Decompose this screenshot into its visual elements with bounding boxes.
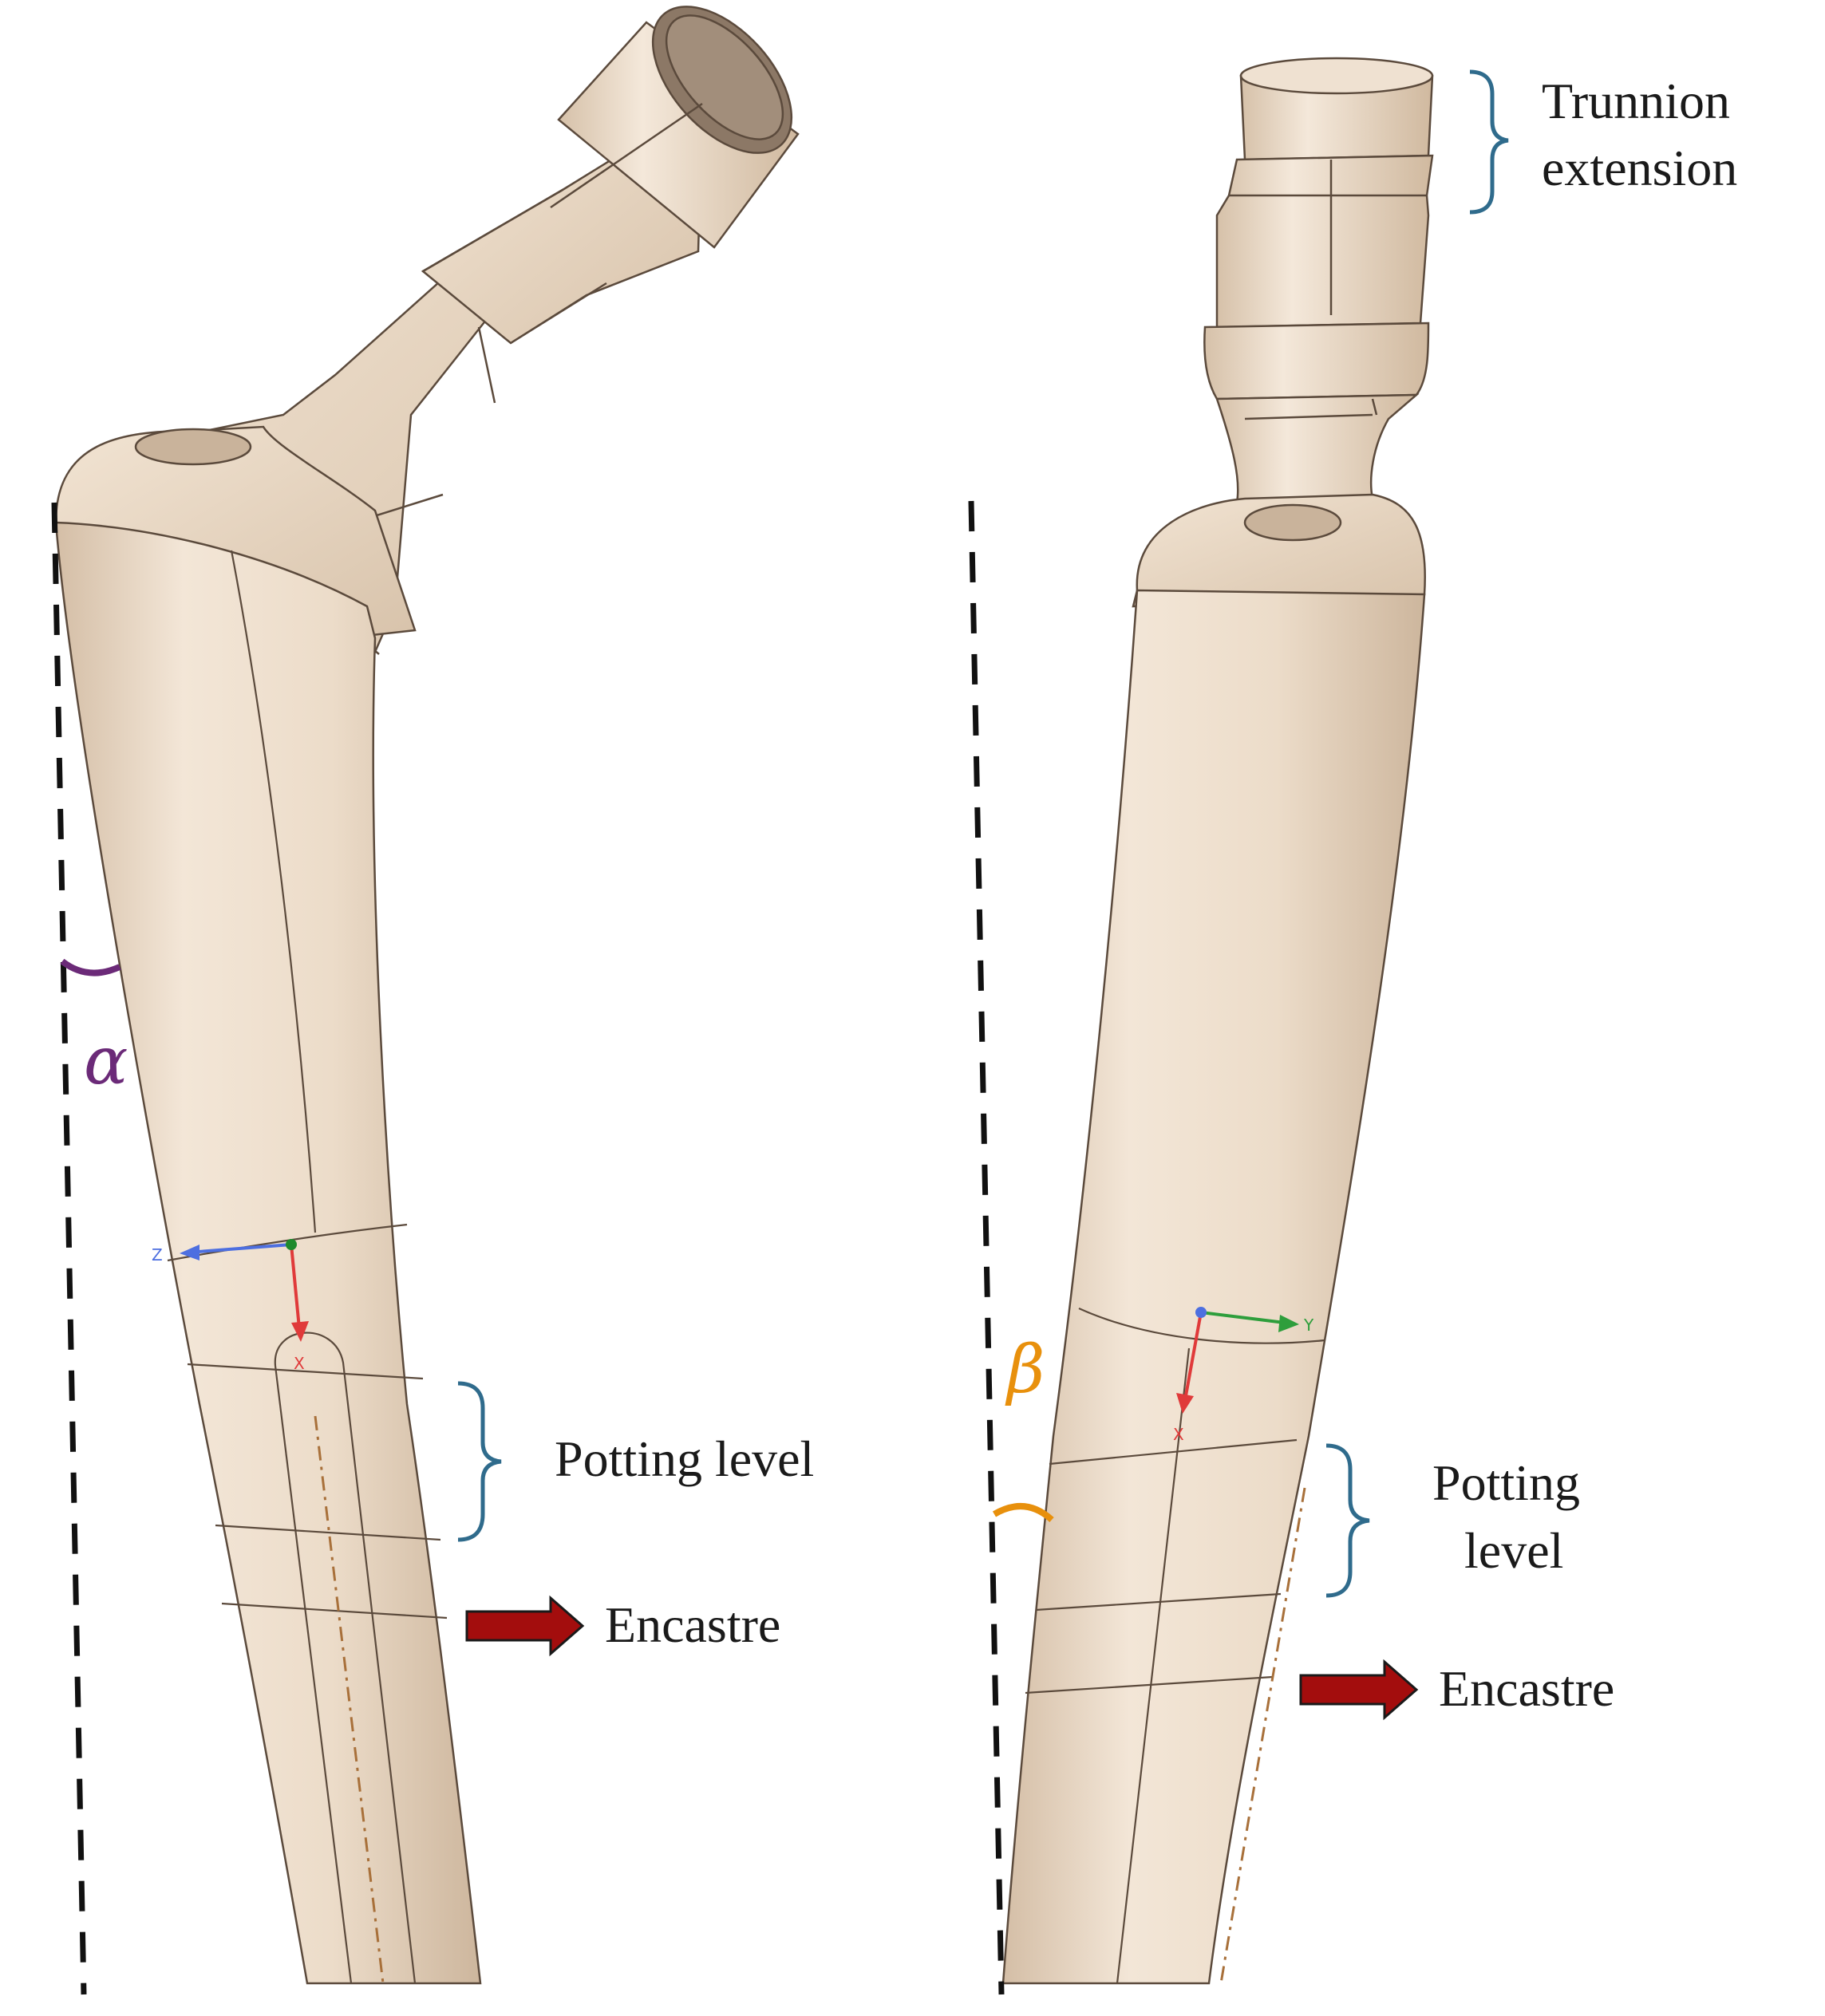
left-shoulder-hole: [134, 428, 252, 466]
left-local-axes: Z X: [152, 1239, 309, 1373]
trunnion-label-line1: Trunnion: [1542, 73, 1730, 129]
right-local-axes: Y X: [1173, 1307, 1314, 1444]
alpha-label: α: [84, 1024, 128, 1099]
right-stem-body: [1001, 589, 1426, 1985]
right-potting-bracket: [1325, 1443, 1370, 1598]
beta-angle-arc: [992, 1503, 1054, 1523]
alpha-angle-arc: [60, 958, 121, 976]
left-axis-z-label: Z: [152, 1245, 163, 1264]
left-potting-label: Potting level: [555, 1430, 814, 1487]
right-shoulder: [1132, 493, 1426, 608]
right-trunnion: [1203, 57, 1434, 504]
right-centerline: [1219, 1487, 1306, 1984]
right-axis-x-label: X: [1173, 1425, 1184, 1444]
left-stem-body: [54, 521, 482, 1985]
right-stem-edges: [1025, 1307, 1325, 1984]
right-potting-label-line2: level: [1464, 1522, 1563, 1579]
left-encastre-arrow: [465, 1595, 585, 1657]
right-shoulder-hole: [1243, 503, 1342, 542]
left-centerline: [314, 1415, 385, 1984]
right-encastre-label: Encastre: [1439, 1660, 1614, 1717]
left-axis-x-label: X: [294, 1354, 305, 1373]
right-encastre-arrow: [1299, 1659, 1419, 1721]
right-axis-y-label: Y: [1303, 1316, 1314, 1335]
trunnion-label-line2: extension: [1542, 140, 1737, 196]
right-stem: Y X: [1001, 57, 1434, 1985]
right-reference-line: [968, 500, 1005, 1995]
left-reference-line: [51, 502, 87, 1995]
left-potting-bracket: [457, 1381, 502, 1542]
beta-label: β: [1005, 1332, 1045, 1408]
left-stem-edges: [167, 550, 448, 1984]
right-potting-label-line1: Potting: [1432, 1454, 1580, 1511]
trunnion-bracket: [1469, 69, 1509, 215]
left-encastre-label: Encastre: [605, 1596, 780, 1653]
left-stem: Z X: [54, 6, 800, 1985]
